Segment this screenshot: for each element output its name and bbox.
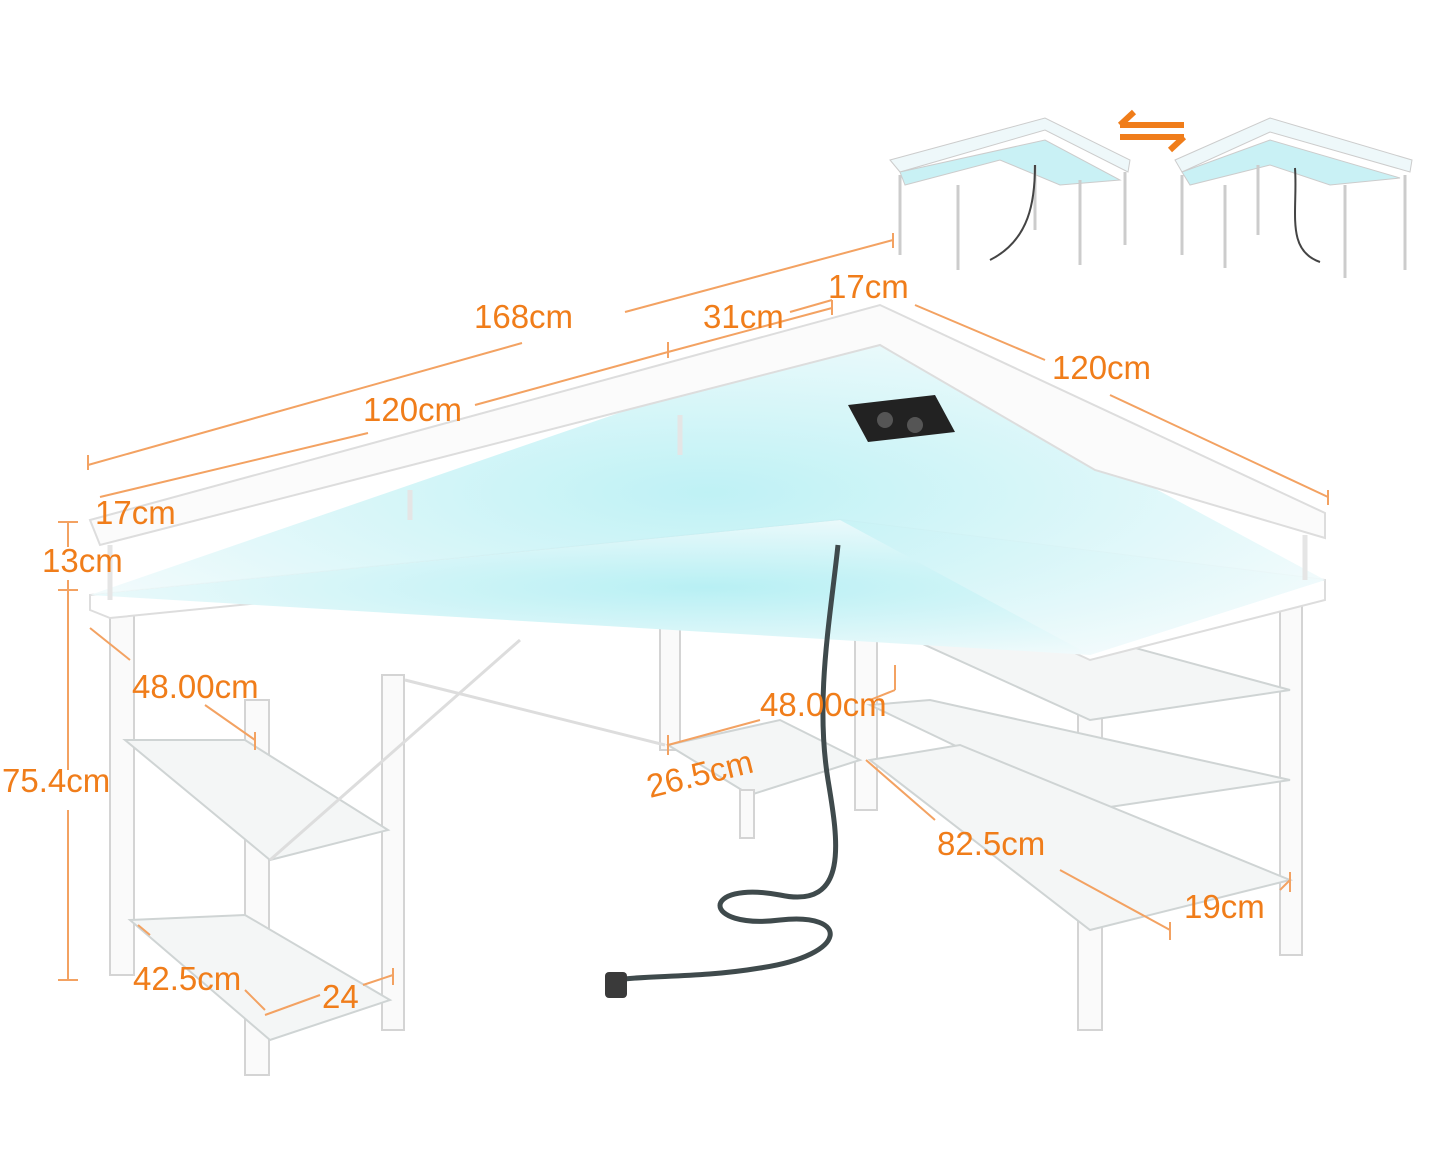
- left-depth-label: 48.00cm: [132, 668, 259, 705]
- middle-segment-label: 31cm: [703, 298, 784, 335]
- plug-icon: [605, 972, 627, 998]
- right-depth-label: 48.00cm: [760, 686, 887, 723]
- power-socket-icon: [848, 395, 955, 442]
- right-shelf-depth-label: 19cm: [1184, 888, 1265, 925]
- left-shelf-width-label: 24: [322, 978, 359, 1015]
- right-shelf-length-label: 82.5cm: [937, 825, 1045, 862]
- left-shelf-depth-label: 17cm: [95, 494, 176, 531]
- total-length-label: 168cm: [474, 298, 573, 335]
- reversible-config-left-thumbnail: [889, 117, 1131, 270]
- left-shelf-length-label: 42.5cm: [133, 960, 241, 997]
- shelf-depth-top-label: 17cm: [828, 268, 909, 305]
- right-length-label: 120cm: [1052, 349, 1151, 386]
- total-height-label: 75.4cm: [2, 762, 110, 799]
- monitor-riser: [88, 303, 1326, 547]
- left-length-label: 120cm: [363, 391, 462, 428]
- power-cable: [614, 544, 841, 983]
- dimension-lines: [58, 233, 1329, 1016]
- swap-arrows-icon: [1117, 109, 1187, 153]
- l-shaped-desk: [88, 303, 1326, 1076]
- footrest: [665, 718, 863, 797]
- riser-height-label: 13cm: [42, 542, 123, 579]
- reversible-config-right-thumbnail: [1174, 117, 1413, 278]
- left-shelves: [122, 739, 393, 1042]
